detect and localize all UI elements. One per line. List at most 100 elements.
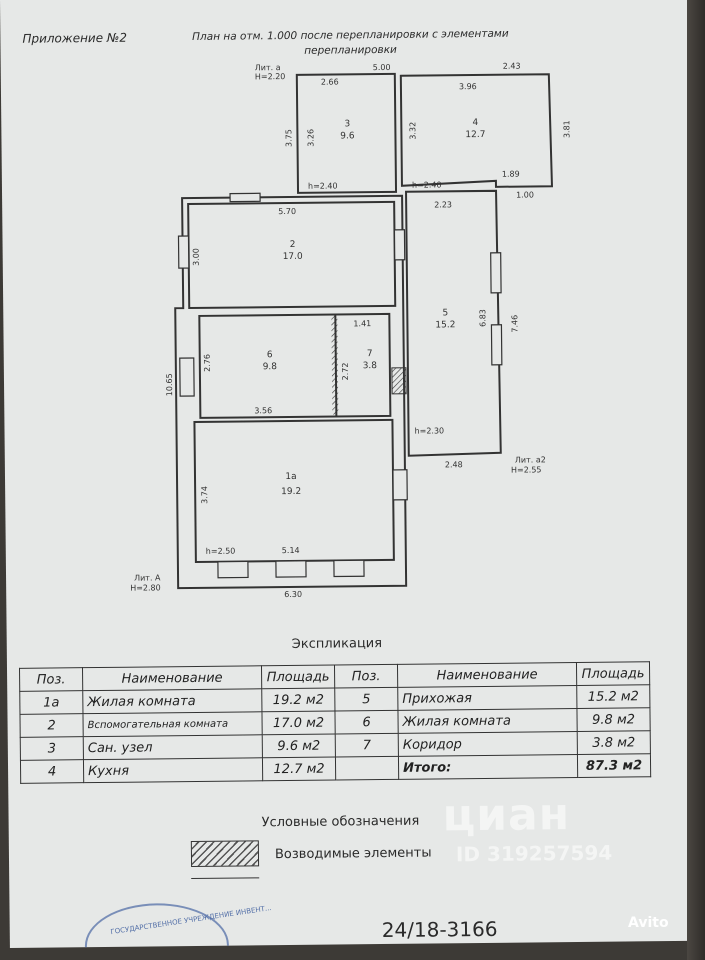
window-1 [217, 560, 249, 579]
cell: Жилая комната [82, 688, 262, 714]
dim: 2.48 [445, 460, 463, 469]
cell: 3.8 м2 [577, 730, 651, 755]
dim: 10.65 [165, 373, 174, 396]
room-5-walls [405, 189, 502, 457]
room-7-area: 3.8 [363, 361, 378, 371]
cian-watermark: циан [442, 789, 571, 842]
window-9 [393, 229, 406, 261]
cell: 6 [334, 710, 399, 735]
dim: 6.30 [284, 590, 302, 599]
cell: Жилая комната [397, 708, 578, 734]
hatch-legend-label: Возводимые элементы [274, 845, 432, 863]
room-7-num: 7 [367, 349, 373, 359]
legend-title: Условные обозначения [261, 813, 420, 831]
room-6-num: 6 [267, 350, 273, 360]
dim: 3.26 [306, 129, 315, 147]
dim: 2.76 [203, 354, 212, 372]
cell: Вспомогательная комната [82, 711, 263, 737]
document-number: 24/18-3166 [381, 916, 498, 943]
window-4 [179, 357, 195, 397]
dim: 1.89 [502, 170, 520, 179]
avito-watermark: Avito [628, 915, 669, 931]
cell: 17.0 м2 [261, 711, 336, 735]
explication-table: Поз. Наименование Площадь Поз. Наименова… [19, 661, 651, 784]
dim: 5.00 [373, 63, 391, 72]
cell: 9.6 м2 [262, 734, 336, 758]
cell: 9.8 м2 [576, 707, 651, 732]
room-1a-num: 1а [285, 472, 296, 482]
room-4-num: 4 [472, 118, 478, 128]
window-8 [392, 469, 408, 501]
room-3-area: 9.6 [340, 131, 355, 141]
lit-A-height: H=2.80 [130, 583, 161, 592]
dim: 1.00 [516, 190, 534, 199]
dim: 3.74 [200, 486, 209, 504]
room-2-num: 2 [290, 240, 296, 250]
col-header: Наименование [397, 662, 577, 688]
lit-a2-height: H=2.55 [511, 465, 542, 474]
dim: 3.81 [562, 120, 571, 138]
dim: h=2.50 [206, 547, 236, 556]
cell: 1а [19, 690, 83, 715]
cell: 2 [19, 713, 84, 738]
lit-a-label: Лит. а [255, 63, 281, 72]
col-header: Поз. [334, 664, 398, 689]
room-6-area: 9.8 [263, 362, 278, 372]
total-label: Итого: [398, 754, 578, 780]
cell: 15.2 м2 [576, 684, 650, 709]
room-1a-area: 19.2 [281, 487, 301, 497]
room-5-area: 15.2 [435, 320, 455, 330]
cian-id-watermark: ID 319257594 [455, 840, 613, 867]
dim: 2.23 [434, 200, 452, 209]
room-4-area: 12.7 [465, 130, 485, 140]
dim: h=2.40 [308, 181, 338, 190]
dim: 3.75 [284, 129, 293, 147]
col-header: Наименование [82, 665, 262, 691]
dim: h=2.30 [414, 426, 444, 435]
room-5-num: 5 [442, 308, 448, 318]
dim: 5.70 [278, 207, 296, 216]
dim: 3.96 [459, 82, 477, 91]
explication-title: Экспликация [291, 636, 383, 652]
col-header: Поз. [19, 667, 83, 692]
dim: 3.00 [192, 248, 201, 266]
hatched-element [391, 367, 407, 395]
cell: 12.7 м2 [262, 757, 336, 781]
house-outer-walls [174, 194, 408, 590]
room-3-num: 3 [344, 119, 350, 129]
cell: 3 [20, 736, 84, 761]
dim: 2.72 [341, 363, 350, 381]
dim: 7.46 [510, 315, 519, 333]
lit-a-height: H=2.20 [255, 72, 286, 81]
dim: 5.14 [282, 546, 300, 555]
cell: Сан. узел [83, 734, 263, 760]
floor-plan: 3 9.6 4 12.7 2 17.0 5 15.2 6 9.8 7 3.8 1… [130, 62, 571, 599]
legend-line [191, 877, 260, 880]
col-header: Площадь [261, 665, 335, 689]
window-7 [490, 324, 503, 366]
cell: Прихожая [397, 685, 577, 711]
lit-a2-label: Лит. а2 [515, 455, 546, 464]
room-3-walls [295, 72, 398, 194]
room-4-walls [399, 73, 554, 188]
rooms-6-7-walls [198, 312, 392, 419]
dim: 3.32 [408, 122, 417, 140]
dim: 2.66 [321, 77, 339, 86]
total-value: 87.3 м2 [577, 753, 651, 778]
cell [335, 756, 399, 781]
cell: 7 [335, 733, 399, 758]
col-header: Площадь [576, 661, 650, 686]
cell: 4 [20, 759, 84, 784]
hatch-legend-swatch [190, 840, 260, 868]
window-5 [177, 235, 190, 269]
window-2 [275, 560, 307, 578]
window-3 [333, 559, 365, 578]
hatched-partition [331, 314, 339, 415]
room-2-area: 17.0 [283, 252, 303, 262]
cell: 19.2 м2 [261, 688, 335, 712]
page-edge-shadow [687, 0, 705, 960]
lit-A-label: Лит. А [134, 573, 161, 582]
cell: Кухня [83, 757, 263, 783]
dim: 2.43 [503, 62, 521, 71]
